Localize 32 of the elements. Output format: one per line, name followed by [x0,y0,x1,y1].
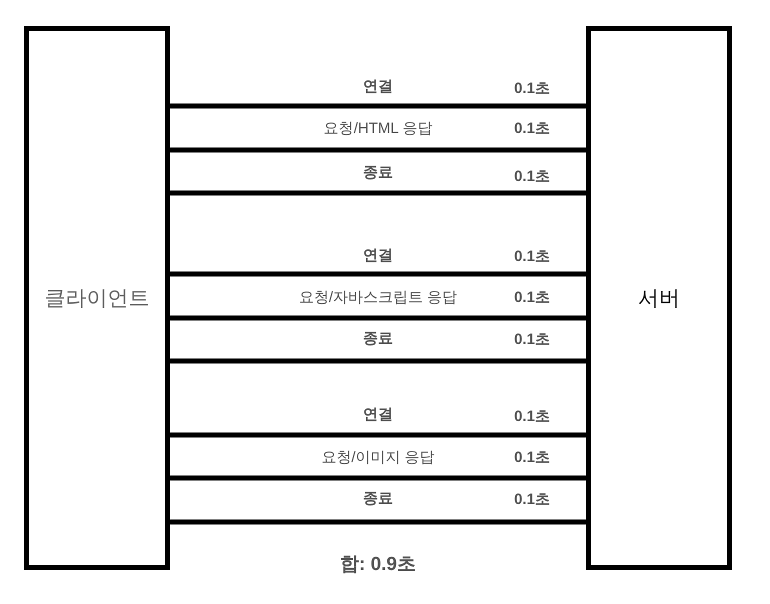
edge-label: 연결 [363,406,393,424]
duration-label: 0.1초 [514,449,550,467]
box-label: 서버 [638,286,680,312]
connector-line [170,148,586,152]
connector-line [170,432,586,438]
edge-label: 연결 [363,78,393,96]
box-label: 클라이언트 [44,286,150,312]
duration-label: 0.1초 [514,289,550,307]
connector-line [170,476,586,480]
edge-label: 종료 [363,490,393,508]
duration-label: 0.1초 [514,491,550,509]
edge-label: 종료 [363,164,393,182]
total-label: 합: 0.9초 [340,554,416,576]
edge-label: 연결 [363,247,393,265]
duration-label: 0.1초 [514,80,550,98]
connector-line [170,316,586,320]
connector-line [170,104,586,108]
edge-label: 요청/자바스크립트 응답 [298,289,458,307]
duration-label: 0.1초 [514,248,550,266]
connector-line [170,358,586,364]
duration-label: 0.1초 [514,331,550,349]
client-box [24,26,170,570]
edge-label: 종료 [363,330,393,348]
edge-label: 요청/HTML 응답 [324,120,432,138]
connector-line [170,520,586,524]
duration-label: 0.1초 [514,120,550,138]
duration-label: 0.1초 [514,408,550,426]
duration-label: 0.1초 [514,168,550,186]
edge-label: 요청/이미지 응답 [321,449,435,467]
connector-line [170,190,586,196]
connector-line [170,272,586,276]
server-box [586,26,732,570]
